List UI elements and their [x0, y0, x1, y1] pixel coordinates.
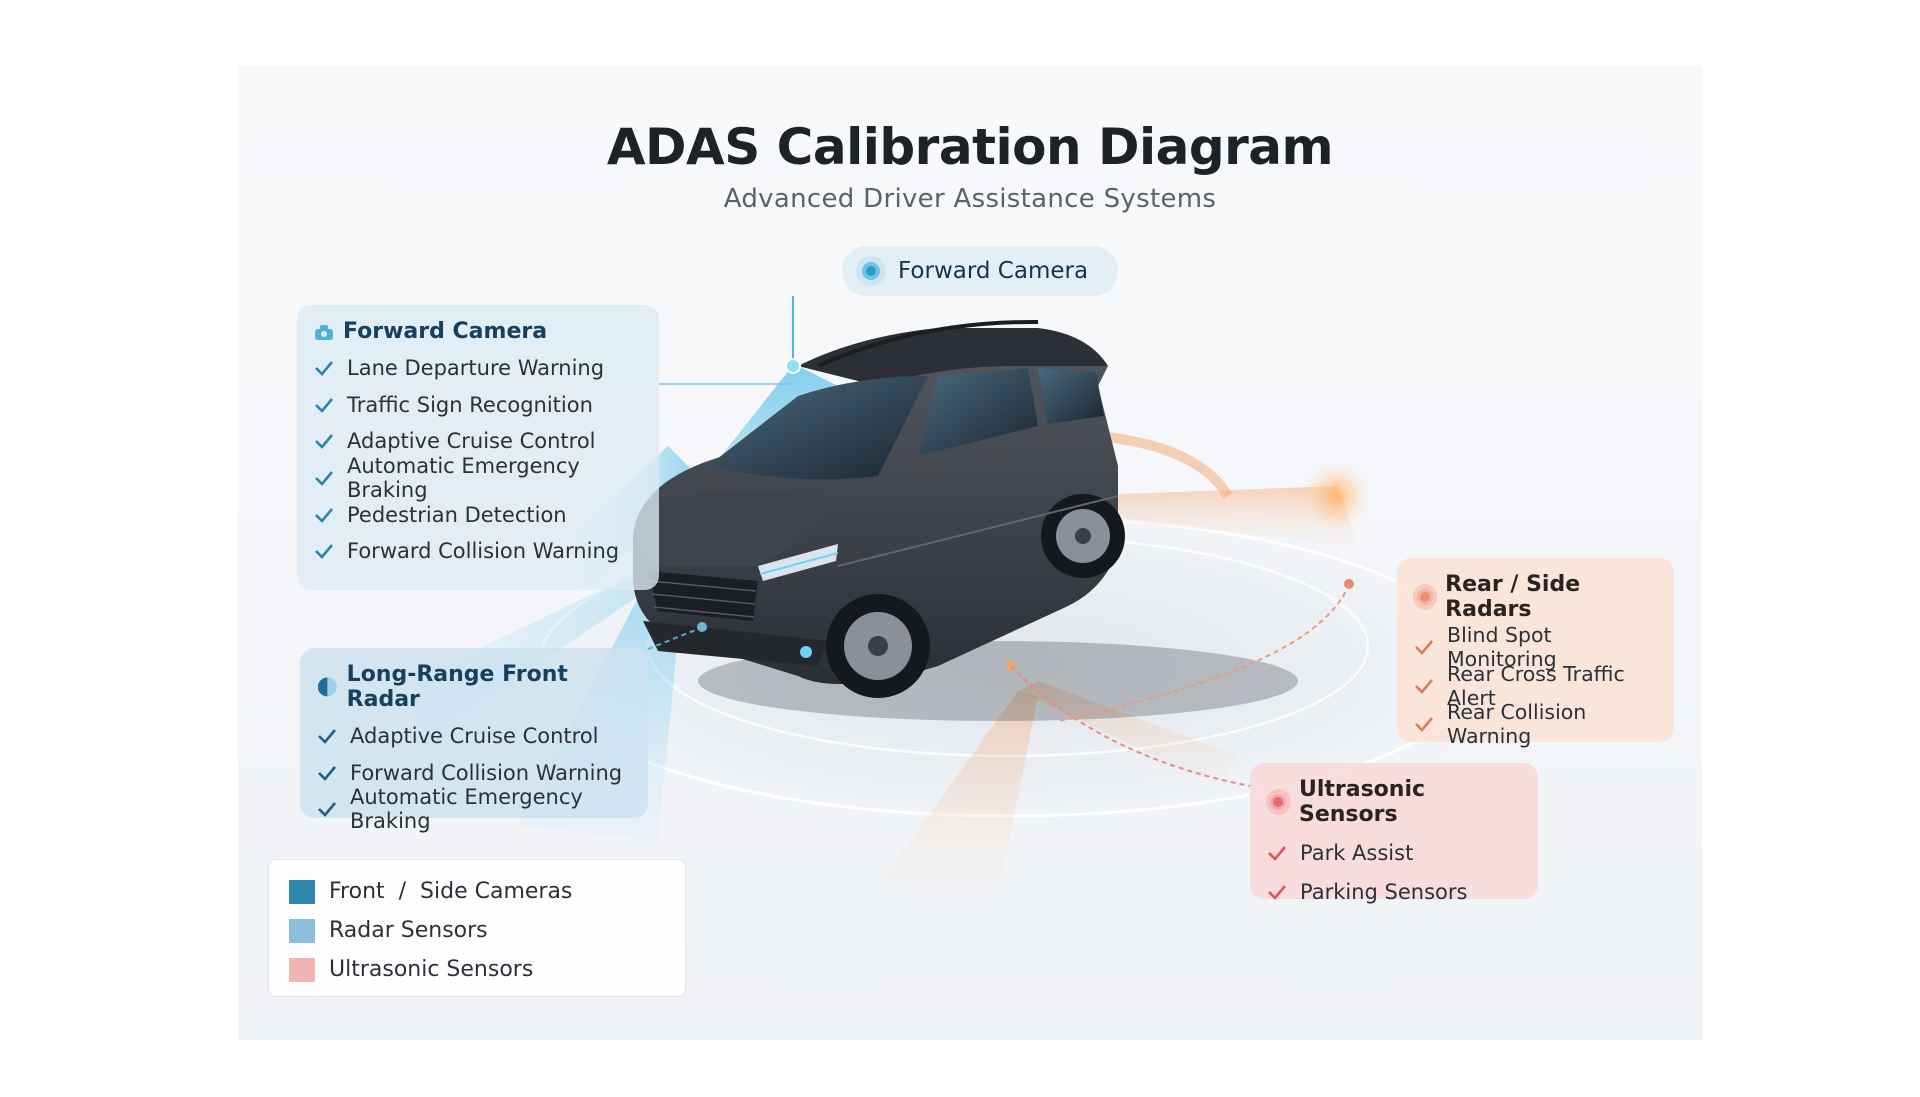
forward-camera-panel-header: Forward Camera [313, 319, 643, 344]
check-icon [315, 471, 333, 487]
list-item-text: Blind Spot Monitoring [1447, 623, 1557, 672]
check-icon [315, 398, 333, 413]
check-icon [315, 544, 333, 560]
check-icon [318, 729, 336, 745]
rear-side-radars-panel-header: Rear / Side Radars [1413, 572, 1658, 622]
list-item-text: Automatic Emergency Braking [347, 454, 580, 503]
list-item: Adaptive Cruise Control [313, 423, 643, 460]
ultrasonic-sensors-panel-header: Ultrasonic Sensors [1266, 777, 1522, 827]
list-item: Forward Collision Warning [313, 533, 643, 570]
list-item-text: Parking Sensors [1300, 879, 1468, 904]
forward-camera-label-text: Forward Camera [898, 258, 1089, 284]
list-item-text: Rear Collision Warning [1447, 700, 1587, 749]
list-item-text: Traffic Sign Recognition [347, 392, 593, 417]
ultrasonic-sensors-panel: Ultrasonic Sensors Park Assist Parking S… [1250, 763, 1538, 904]
camera-point [785, 358, 801, 374]
radar-icon [317, 677, 337, 697]
legend-swatch [289, 879, 315, 904]
legend-swatch [289, 957, 315, 982]
legend-item: Front / Side Cameras [289, 872, 665, 911]
list-item: Pedestrian Detection [313, 496, 643, 533]
rear-side-radars-panel-title: Rear / Side Radars [1445, 572, 1581, 622]
legend: Front / Side Cameras Radar Sensors Ultra… [268, 859, 686, 997]
list-item: Parking Sensors [1266, 872, 1522, 911]
legend-item: Radar Sensors [289, 911, 665, 950]
list-item-text: Park Assist [1300, 840, 1414, 865]
check-icon [315, 434, 333, 450]
front-radar-panel: Long-Range Front Radar Adaptive Cruise C… [300, 648, 648, 833]
list-item-text: Lane Departure Warning [347, 356, 605, 381]
front-radar-list: Adaptive Cruise Control Forward Collisio… [316, 718, 632, 833]
list-item: Park Assist [1266, 833, 1522, 872]
suv-vehicle [633, 319, 1298, 721]
camera-icon [315, 324, 333, 340]
ultrasonic-beam [878, 691, 1038, 896]
legend-label: Ultrasonic Sensors [329, 957, 534, 982]
legend-item: Ultrasonic Sensors [289, 950, 665, 989]
forward-camera-panel-title: Forward Camera [343, 319, 548, 344]
list-item: Rear Collision Warning [1413, 700, 1658, 748]
list-item-text: Forward Collision Warning [347, 539, 620, 564]
diagram-canvas: ADAS Calibration Diagram Advanced Driver… [238, 66, 1702, 1040]
check-icon [315, 361, 333, 377]
ultrasonic-beam-2 [1018, 681, 1238, 786]
check-icon [318, 802, 336, 818]
list-item: Traffic Sign Recognition [313, 387, 643, 424]
rear-radar-icon [1413, 584, 1438, 610]
list-item: Rear Cross Traffic Alert [1413, 662, 1658, 710]
check-icon [1415, 717, 1433, 733]
check-icon [315, 507, 333, 523]
list-item-text: Pedestrian Detection [347, 502, 567, 527]
radar-point [697, 622, 707, 632]
list-item: Automatic Emergency Braking [313, 454, 643, 502]
check-icon [1415, 640, 1433, 656]
front-radar-panel-header: Long-Range Front Radar [316, 662, 632, 712]
check-icon [318, 766, 336, 781]
connector-ultrasonic-panel [1010, 665, 1251, 787]
list-item-text: Forward Collision Warning [350, 760, 623, 785]
list-item: Blind Spot Monitoring [1413, 623, 1658, 671]
forward-camera-label: Forward Camera [842, 246, 1118, 296]
front-radar-panel-title: Long-Range Front Radar [346, 662, 568, 712]
list-item-text: Adaptive Cruise Control [350, 724, 599, 749]
list-item: Automatic Emergency Braking [316, 785, 632, 833]
ultrasonic-sensors-panel-title: Ultrasonic Sensors [1298, 777, 1426, 827]
list-item-text: Adaptive Cruise Control [347, 429, 596, 454]
rear-radar-arc [1097, 431, 1233, 499]
list-item: Lane Departure Warning [313, 350, 643, 387]
connector-rear-panel [1057, 583, 1350, 722]
rear-side-radars-list: Blind Spot Monitoring Rear Cross Traffic… [1413, 623, 1658, 748]
list-item: Adaptive Cruise Control [316, 718, 632, 755]
forward-camera-panel: Forward Camera Lane Departure Warning Tr… [297, 305, 659, 590]
check-icon [1268, 884, 1286, 900]
rear-radar-glow [1302, 462, 1370, 530]
ultrasonic-sensors-list: Park Assist Parking Sensors [1266, 833, 1522, 911]
ultrasonic-icon [1266, 789, 1291, 815]
list-item-text: Rear Cross Traffic Alert [1447, 661, 1625, 710]
legend-label: Front / Side Cameras [329, 879, 573, 904]
legend-swatch [289, 918, 315, 943]
rear-side-radars-panel: Rear / Side Radars Blind Spot Monitoring… [1397, 558, 1674, 748]
check-icon [1415, 678, 1433, 694]
check-icon [1268, 845, 1286, 861]
camera-target-icon [856, 256, 886, 286]
legend-label: Radar Sensors [329, 918, 488, 943]
list-item: Forward Collision Warning [316, 755, 632, 792]
diagram-subtitle: Advanced Driver Assistance Systems [723, 184, 1217, 214]
diagram-title: ADAS Calibration Diagram [606, 118, 1334, 176]
list-item-text: Automatic Emergency Braking [350, 785, 583, 834]
forward-camera-list: Lane Departure Warning Traffic Sign Reco… [313, 350, 643, 570]
rear-radar-beam [1068, 486, 1358, 546]
